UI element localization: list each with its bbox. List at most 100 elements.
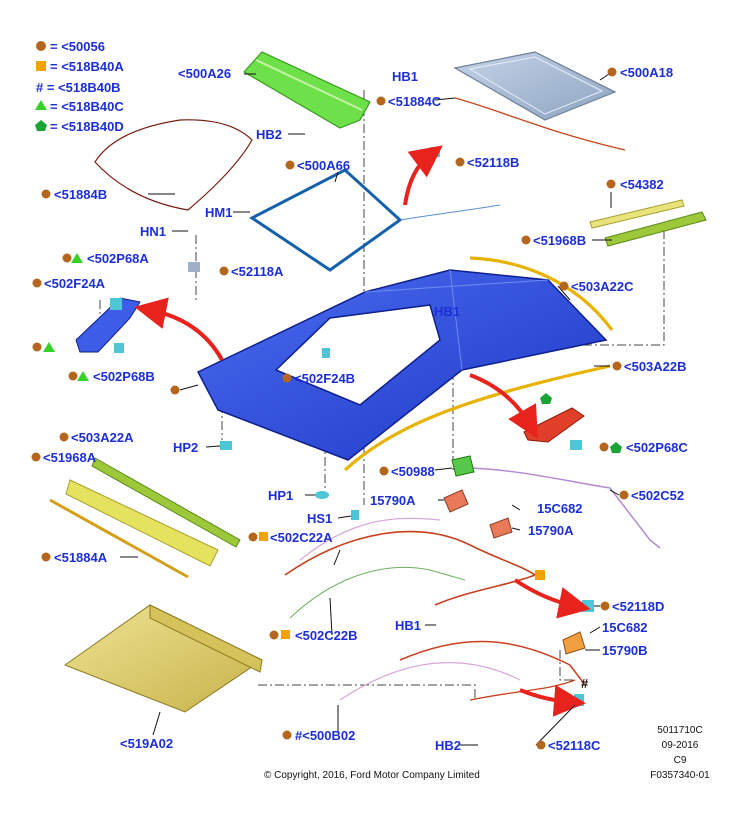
- red-arrows: [134, 145, 591, 717]
- clip-icon: [114, 343, 124, 353]
- square-icon: [281, 630, 290, 639]
- clip-icon: [110, 298, 122, 310]
- label-hm1: HM1: [205, 205, 232, 220]
- ref-date: 09-2016: [662, 740, 699, 751]
- label-15790a-1: 15790A: [370, 493, 416, 508]
- label-54382: <54382: [620, 177, 664, 192]
- legend-dot-icon: [36, 41, 46, 51]
- label-502c22b: <502C22B: [295, 628, 358, 643]
- dot-icon: [600, 601, 610, 611]
- label-503a22a: <503A22A: [71, 430, 134, 445]
- dot-icon: [619, 490, 629, 500]
- label-502p68a: <502P68A: [87, 251, 149, 266]
- label-51884c: <51884C: [388, 94, 442, 109]
- label-hn1: HN1: [140, 224, 166, 239]
- clip-52118c-icon: [574, 694, 584, 706]
- label-502p68c: <502P68C: [626, 440, 688, 455]
- part-51884c-seal: [454, 97, 626, 151]
- label-51968a: <51968A: [43, 450, 97, 465]
- label-500a66: <500A66: [297, 158, 350, 173]
- dot-icon: [612, 361, 622, 371]
- part-15790a-module: [443, 489, 469, 513]
- label-503a22c: <503A22C: [571, 279, 634, 294]
- clip-52118d-icon: [582, 600, 594, 612]
- legend-label-square: = <518B40A: [50, 59, 124, 74]
- hash-icon: #: [581, 676, 589, 691]
- parts: [49, 51, 707, 713]
- label-52118b: <52118B: [467, 155, 519, 170]
- dot-icon: [170, 385, 180, 395]
- part-50988-motor: [451, 455, 475, 477]
- callout-labels: <500A26 HB1 <500A18 <51884C HB2 <52118B …: [43, 65, 688, 753]
- square-icon: [535, 570, 545, 580]
- label-519a02: <519A02: [120, 736, 173, 751]
- label-500b02: #<500B02: [295, 728, 355, 743]
- part-51968a-rail: [65, 479, 219, 567]
- label-15c682-2: 15C682: [602, 620, 648, 635]
- dot-icon: [521, 235, 531, 245]
- dot-icon: [599, 442, 609, 452]
- legend-label-hash: # = <518B40B: [36, 80, 121, 95]
- part-51968b-rail: [604, 211, 707, 247]
- part-15790a-module: [489, 517, 513, 539]
- dot-icon: [455, 157, 465, 167]
- part-503a22b-rail: [343, 364, 611, 472]
- part-54382-strip: [589, 199, 685, 229]
- part-502c52-harness: [469, 467, 661, 549]
- dot-icon: [282, 373, 292, 383]
- part-right-bracket: [523, 407, 585, 443]
- part-503a22c-rail: [469, 256, 614, 331]
- dot-icon: [379, 466, 389, 476]
- label-15c682-1: 15C682: [537, 501, 583, 516]
- label-503a22b: <503A22B: [624, 359, 687, 374]
- pentagon-icon: [610, 442, 622, 453]
- square-icon: [259, 532, 268, 541]
- label-15790b: 15790B: [602, 643, 648, 658]
- clip-52118b-icon: [430, 147, 440, 157]
- part-500a18-glass: [453, 51, 617, 121]
- label-51884b: <51884B: [54, 187, 107, 202]
- legend-label-dot: = <50056: [50, 39, 105, 54]
- part-15790b-module: [562, 631, 586, 655]
- triangle-icon: [71, 253, 83, 263]
- clip-52118a-icon: [188, 262, 200, 272]
- pentagon-icon: [540, 393, 552, 404]
- part-502c22a-harness: [284, 530, 536, 576]
- legend-label-triangle: = <518B40C: [50, 99, 124, 114]
- label-52118c: <52118C: [548, 738, 601, 753]
- label-hb1-mid: HB1: [434, 304, 460, 319]
- roof-opening: [274, 304, 441, 406]
- marker-symbols: #: [31, 67, 629, 750]
- legend-pentagon-icon: [35, 120, 47, 131]
- legend: = <50056 = <518B40A # = <518B40B = <518B…: [35, 39, 124, 134]
- dot-icon: [68, 371, 78, 381]
- dot-icon: [219, 266, 229, 276]
- label-51884a: <51884A: [54, 550, 108, 565]
- dot-icon: [269, 630, 279, 640]
- dot-icon: [32, 278, 42, 288]
- part-503a22a-rail: [91, 457, 241, 548]
- label-hb1-top: HB1: [392, 69, 418, 84]
- label-502p68b: <502P68B: [93, 369, 155, 384]
- clip-502f24b-icon: [322, 348, 330, 358]
- label-hp2: HP2: [173, 440, 198, 455]
- part-51884b-seal: [94, 119, 253, 211]
- label-15790a-2: 15790A: [528, 523, 574, 538]
- legend-triangle-icon: [35, 100, 47, 110]
- label-hb2-bot: HB2: [435, 738, 461, 753]
- label-502c52: <502C52: [631, 488, 684, 503]
- dot-icon: [606, 179, 616, 189]
- label-hp1: HP1: [268, 488, 293, 503]
- label-hs1: HS1: [307, 511, 332, 526]
- dot-icon: [62, 253, 72, 263]
- ref-code-3: C9: [674, 755, 687, 766]
- dot-icon: [31, 452, 41, 462]
- label-52118d: <52118D: [612, 599, 664, 614]
- dot-icon: [282, 730, 292, 740]
- part-500a66-frame: [249, 168, 403, 272]
- ref-code-4: F0357340-01: [650, 770, 710, 781]
- label-50988: <50988: [391, 464, 435, 479]
- dot-icon: [376, 96, 386, 106]
